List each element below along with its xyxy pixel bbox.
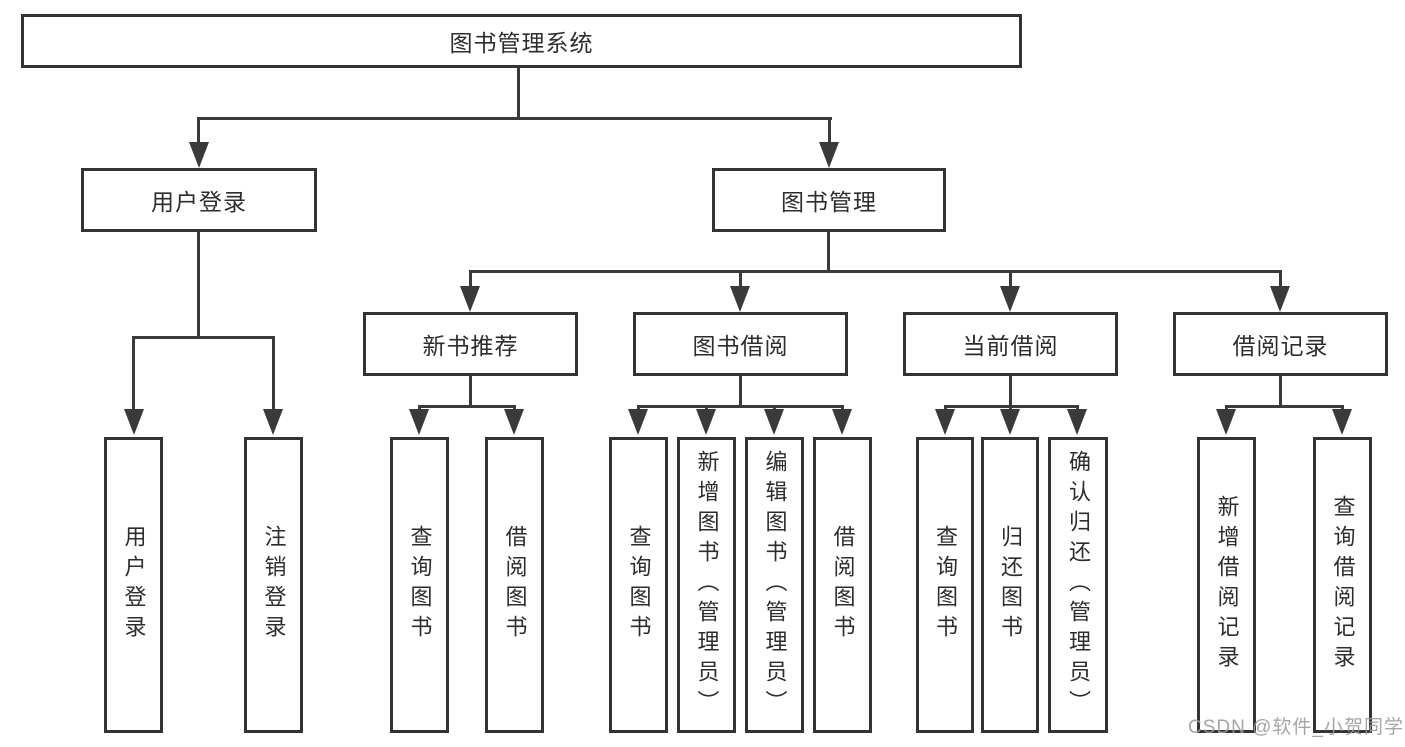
- leaf-add-borrow-record: 新增借阅记录: [1197, 437, 1256, 733]
- node-label: 图书借阅: [692, 333, 789, 359]
- leaf-query-borrow-record: 查询借阅记录: [1313, 437, 1372, 733]
- connector-line: [1225, 405, 1344, 408]
- node-label: 图书管理系统: [449, 30, 594, 56]
- node-root-system: 图书管理系统: [21, 14, 1022, 68]
- node-book-borrowing: 图书借阅: [633, 312, 848, 376]
- arrow-down-icon: [764, 409, 784, 435]
- connector-line: [1009, 270, 1012, 290]
- leaf-query-books-1: 查询图书: [390, 437, 449, 733]
- node-label: 借阅图书: [502, 525, 528, 645]
- connector-line: [132, 336, 135, 412]
- node-label: 编辑图书（管理员）: [762, 450, 788, 720]
- node-label: 查询图书: [933, 525, 958, 645]
- node-book-management: 图书管理: [712, 168, 946, 232]
- csdn-watermark: CSDN @软件_小贺同学: [1188, 717, 1404, 738]
- arrow-down-icon: [124, 409, 144, 435]
- connector-line: [1279, 376, 1282, 408]
- connector-line: [637, 405, 844, 408]
- leaf-borrow-books-2: 借阅图书: [813, 437, 872, 733]
- node-label: 确认归还（管理员）: [1066, 450, 1091, 720]
- arrow-down-icon: [1216, 409, 1236, 435]
- arrow-down-icon: [263, 409, 283, 435]
- node-new-book-recommend: 新书推荐: [363, 312, 578, 376]
- arrow-down-icon: [696, 409, 716, 435]
- node-label: 新书推荐: [422, 333, 519, 359]
- leaf-return-books: 归还图书: [981, 437, 1039, 733]
- connector-line: [517, 68, 520, 120]
- arrow-down-icon: [1000, 286, 1020, 312]
- leaf-borrow-books-1: 借阅图书: [485, 437, 544, 733]
- leaf-user-login: 用户登录: [104, 437, 163, 733]
- arrow-down-icon: [189, 142, 209, 168]
- leaf-add-books-admin: 新增图书（管理员）: [677, 437, 736, 733]
- connector-line: [828, 117, 831, 145]
- connector-line: [418, 405, 516, 408]
- node-label: 用户登录: [151, 189, 247, 215]
- connector-line: [469, 270, 1282, 273]
- node-label: 用户登录: [121, 525, 147, 645]
- node-label: 查询图书: [626, 525, 652, 645]
- arrow-down-icon: [1270, 286, 1290, 312]
- node-label: 新增借阅记录: [1214, 495, 1240, 675]
- arrow-down-icon: [730, 286, 750, 312]
- connector-line: [739, 376, 742, 408]
- connector-line: [197, 117, 832, 120]
- node-label: 查询图书: [407, 525, 433, 645]
- connector-line: [1009, 376, 1012, 408]
- node-label: 注销登录: [261, 525, 287, 645]
- arrow-down-icon: [409, 409, 429, 435]
- arrow-down-icon: [504, 409, 524, 435]
- arrow-down-icon: [832, 409, 852, 435]
- arrow-down-icon: [1000, 409, 1020, 435]
- node-label: 图书管理: [781, 189, 877, 215]
- connector-line: [469, 376, 472, 408]
- arrow-down-icon: [1332, 409, 1352, 435]
- leaf-query-books-3: 查询图书: [916, 437, 974, 733]
- arrow-down-icon: [1067, 409, 1087, 435]
- connector-line: [132, 336, 275, 339]
- node-borrowing-records: 借阅记录: [1173, 312, 1388, 376]
- arrow-down-icon: [819, 142, 839, 168]
- node-label: 新增图书（管理员）: [694, 450, 720, 720]
- connector-line: [197, 117, 200, 145]
- connector-line: [827, 232, 830, 273]
- leaf-logout: 注销登录: [244, 437, 303, 733]
- node-label: 借阅记录: [1232, 333, 1329, 359]
- node-user-login: 用户登录: [81, 168, 317, 232]
- leaf-query-books-2: 查询图书: [609, 437, 668, 733]
- connector-line: [272, 336, 275, 412]
- connector-line: [1279, 270, 1282, 290]
- connector-line: [739, 270, 742, 290]
- connector-line: [469, 270, 472, 290]
- node-label: 当前借阅: [962, 333, 1059, 359]
- leaf-confirm-return-admin: 确认归还（管理员）: [1048, 437, 1108, 733]
- arrow-down-icon: [460, 286, 480, 312]
- arrow-down-icon: [935, 409, 955, 435]
- node-label: 借阅图书: [830, 525, 856, 645]
- connector-line: [197, 232, 200, 339]
- leaf-edit-books-admin: 编辑图书（管理员）: [745, 437, 804, 733]
- node-label: 归还图书: [998, 525, 1023, 645]
- node-label: 查询借阅记录: [1330, 495, 1356, 675]
- arrow-down-icon: [628, 409, 648, 435]
- node-current-borrowing: 当前借阅: [903, 312, 1118, 376]
